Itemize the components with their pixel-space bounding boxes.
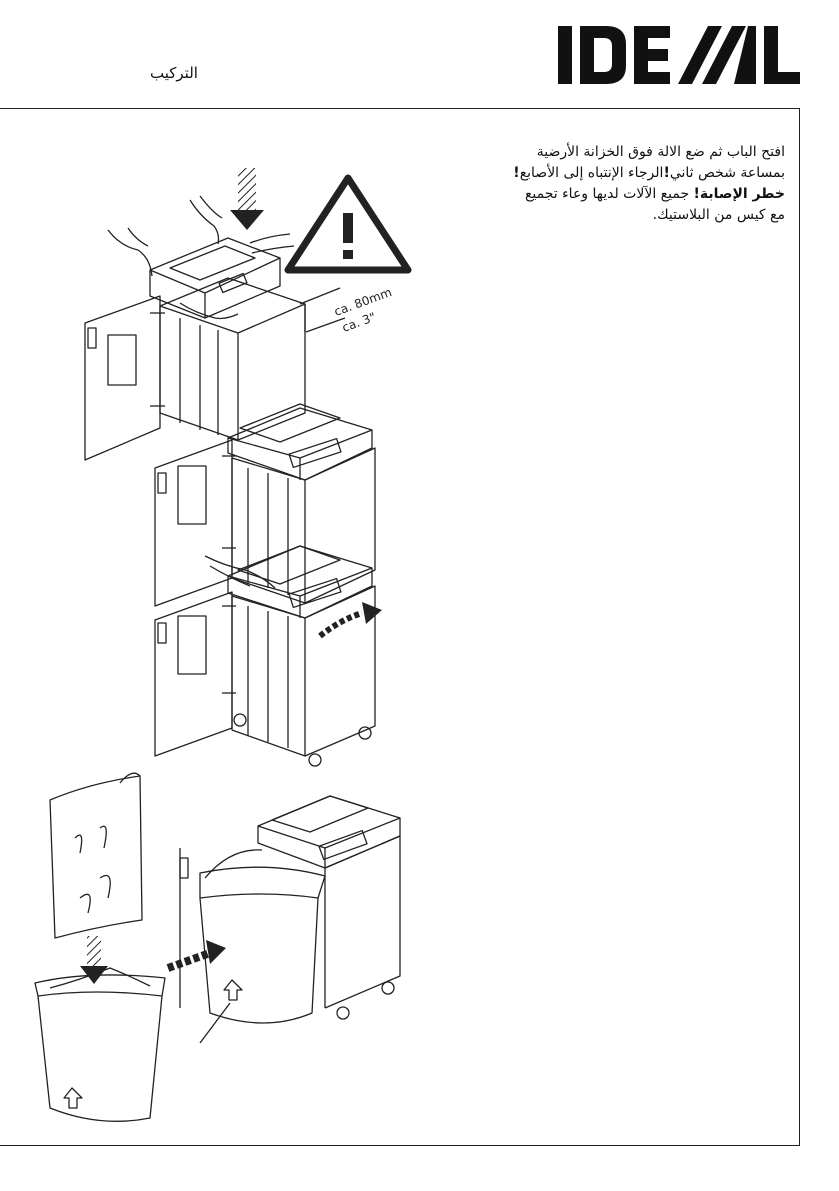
page-title: التركيب	[150, 64, 198, 82]
up-arrow-icon-2	[224, 980, 242, 1000]
instruction-line-2: بمساعة شخص ثاني!الرجاء الإنتباه إلى الأص…	[440, 163, 785, 184]
warning-triangle-icon	[288, 178, 408, 270]
step-insert-bag	[35, 773, 165, 1121]
step-slide-bin	[168, 796, 400, 1043]
instructions-text: افتح الباب ثم ضع الالة فوق الخزانة الأرض…	[440, 142, 785, 226]
instruction-line-3: خطر الإصابة! جميع الآلات لديها وعاء تجمي…	[440, 184, 785, 205]
step-cabinet-assembled	[155, 404, 375, 606]
arrow-icon	[230, 168, 264, 230]
ideal-logo	[558, 24, 800, 86]
installation-illustration: ca. 80mm ca. 3"	[0, 108, 430, 1144]
step-place-shredder	[85, 196, 345, 460]
up-arrow-icon	[64, 1088, 82, 1108]
instruction-line-4: مع كيس من البلاستيك.	[440, 205, 785, 226]
instruction-line-1: افتح الباب ثم ضع الالة فوق الخزانة الأرض…	[440, 142, 785, 163]
